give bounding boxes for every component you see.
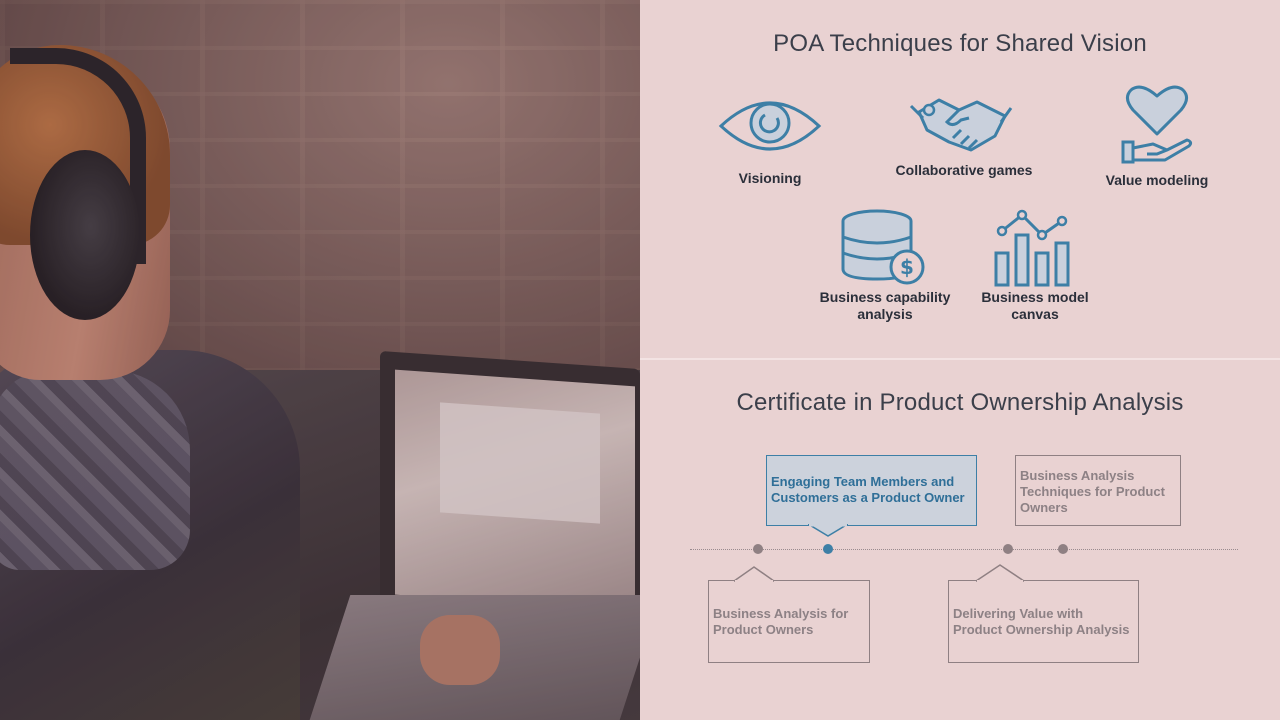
section-divider: [640, 358, 1280, 360]
technique-visioning: Visioning: [695, 88, 845, 187]
technique-collaborative-games: Collaborative games: [889, 92, 1039, 179]
handshake-icon: [909, 98, 1013, 152]
timeline-dot-course-2[interactable]: [823, 544, 833, 554]
eye-icon: [718, 101, 822, 151]
content-panel: POA Techniques for Shared Vision Visioni…: [640, 0, 1280, 720]
timeline-track: [690, 549, 1238, 550]
timeline-dot-course-4[interactable]: [1058, 544, 1068, 554]
certificate-title: Certificate in Product Ownership Analysi…: [736, 389, 1184, 416]
bar-line-chart-icon: [994, 209, 1070, 287]
background-photo: [0, 0, 640, 720]
course-card-engaging-team[interactable]: Engaging Team Members and Customers as a…: [766, 455, 977, 526]
svg-text:$: $: [900, 255, 914, 279]
timeline-dot-course-3[interactable]: [1003, 544, 1013, 554]
database-dollar-icon: $: [841, 209, 925, 285]
technique-business-model-canvas: Business model canvas: [960, 207, 1110, 323]
technique-business-capability-analysis: $ Business capability analysis: [810, 207, 960, 323]
course-card-pointer: [808, 524, 848, 537]
shared-vision-title: POA Techniques for Shared Vision: [773, 30, 1147, 57]
course-card-ba-techniques[interactable]: Business Analysis Techniques for Product…: [1015, 455, 1181, 526]
technique-value-modeling: Value modeling: [1082, 82, 1232, 189]
course-card-delivering-value[interactable]: Delivering Value with Product Ownership …: [948, 580, 1139, 663]
timeline-dot-course-1[interactable]: [753, 544, 763, 554]
course-card-ba-for-product-owners[interactable]: Business Analysis for Product Owners: [708, 580, 870, 663]
heart-hand-icon: [1121, 85, 1193, 164]
